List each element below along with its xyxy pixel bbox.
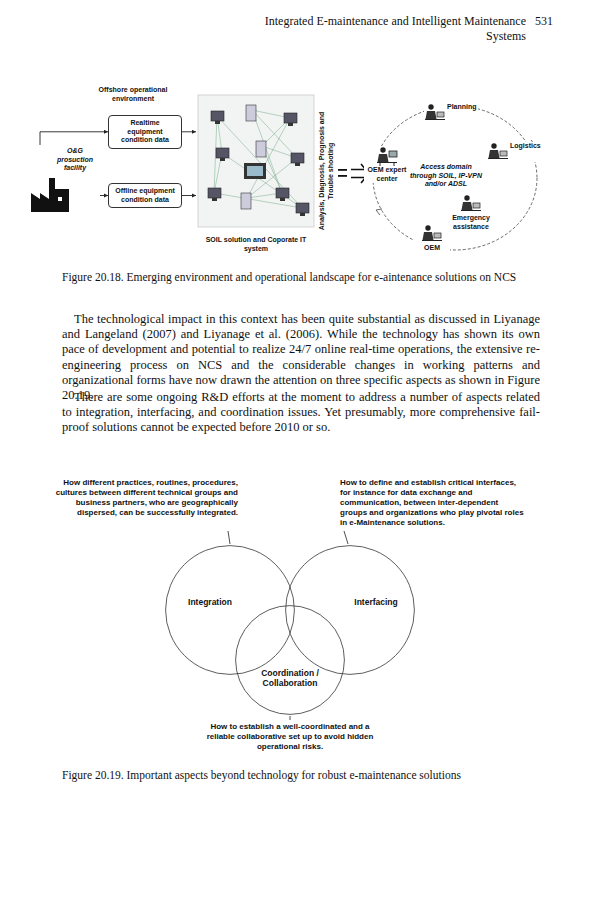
- facility-node: O&G prosuction facility: [28, 145, 100, 213]
- node-label: Realtime equipment condition data: [112, 119, 178, 145]
- leader-line: [290, 716, 291, 720]
- person-icon: [460, 194, 482, 214]
- equals-sign: [338, 175, 347, 177]
- actor-node: Planning: [424, 103, 478, 123]
- node-label: Emergency assistance: [446, 214, 496, 231]
- data-box: Offline equipment condition data: [108, 183, 182, 208]
- person-icon: [376, 146, 398, 166]
- person-icon: [424, 103, 446, 123]
- vertical-label: Analysis, Diagnosis, Prognosis and Troub…: [318, 103, 335, 239]
- actor-node: Logistics: [487, 142, 542, 162]
- figure-caption: Figure 20.19. Important aspects beyond t…: [62, 768, 540, 782]
- leader-line: [344, 531, 348, 544]
- aspect-circle: Integration: [165, 545, 295, 675]
- running-header: Integrated E-maintenance and Intelligent…: [250, 14, 526, 44]
- node-label: Interfacing: [345, 597, 407, 607]
- data-flow-arrow: [40, 132, 108, 145]
- node-label: Logistics: [509, 142, 542, 151]
- actor-node: OEM: [414, 224, 450, 253]
- factory-icon: [28, 175, 72, 213]
- data-box: Realtime equipment condition data: [108, 115, 182, 149]
- node-label: Offline equipment condition data: [112, 187, 178, 204]
- page-number: 531: [535, 14, 565, 29]
- person-icon: [421, 224, 443, 244]
- data-flow-arrow: [182, 195, 196, 196]
- aspect-description: How different practices, routines, proce…: [55, 478, 238, 518]
- equals-sign: [338, 169, 347, 171]
- aspect-description: How to define and establish critical int…: [340, 478, 525, 528]
- node-label: SOIL solution and Coporate IT system: [196, 236, 316, 253]
- node-label: OEM expert center: [364, 166, 410, 183]
- aspect-circle: Interfacing: [285, 545, 415, 675]
- actor-node: Emergency assistance: [446, 194, 496, 231]
- data-flow-arrow: [100, 195, 108, 196]
- person-icon: [487, 142, 509, 162]
- aspect-circle: Coordination / Collaboration: [235, 605, 345, 715]
- data-flow-arrow: [182, 131, 196, 132]
- node-label: Coordination / Collaboration: [250, 668, 330, 688]
- it-system-node: SOIL solution and Coporate IT system: [196, 93, 316, 253]
- node-label: OEM: [423, 244, 441, 253]
- circle-outline: [285, 545, 415, 675]
- circle-outline: [235, 605, 345, 715]
- access-note: Access domain through SOIL, IP-VPN and/o…: [408, 163, 484, 189]
- figure-caption: Figure 20.18. Emerging environment and o…: [62, 270, 540, 284]
- node-label: Planning: [446, 103, 478, 112]
- circle-outline: [165, 545, 295, 675]
- it-network-illustration: [196, 93, 316, 229]
- leader-line: [228, 531, 230, 544]
- aspect-description: How to establish a well-coordinated and …: [205, 722, 375, 752]
- body-paragraph: The technological impact in this context…: [62, 312, 540, 403]
- node-label: Integration: [180, 597, 240, 607]
- node-label: O&G prosuction facility: [50, 147, 100, 173]
- body-paragraph: There are some ongoing R&D efforts at th…: [62, 390, 540, 436]
- actor-node: OEM expert center: [364, 146, 410, 183]
- region-title: Offshore operational environment: [88, 86, 178, 103]
